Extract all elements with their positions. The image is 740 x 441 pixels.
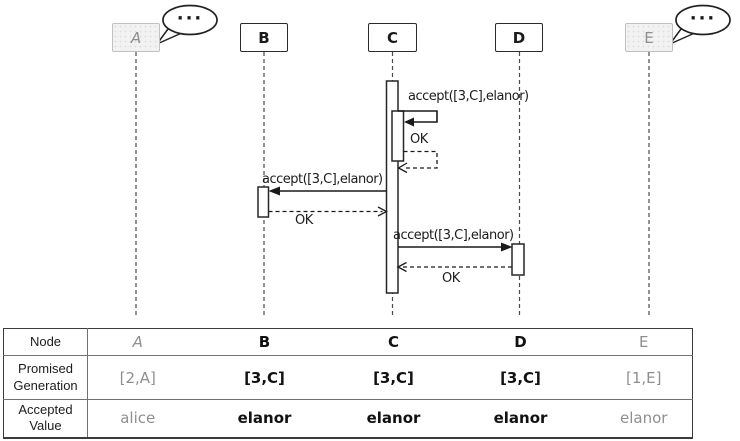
- node-label-a: A: [130, 28, 142, 47]
- accepted-cell-c: elanor: [341, 399, 446, 438]
- node-label-b: B: [258, 28, 270, 47]
- accepted-cell-b: elanor: [187, 399, 342, 438]
- node-cell-c: C: [387, 333, 399, 351]
- message-label-c-to-b-accept: accept([3,C],elanor): [262, 172, 383, 187]
- activation-bar-d: [511, 243, 525, 276]
- arrow-c-to-d-accept: [398, 242, 513, 252]
- promised-cell-a: [2,A]: [87, 355, 188, 400]
- promised-cell-b: [3,C]: [187, 355, 342, 400]
- message-label-c-to-d-accept: accept([3,C],elanor): [393, 228, 514, 243]
- table-row-promised-generation: Promised Generation [2,A] [3,C] [3,C] [3…: [3, 355, 693, 400]
- node-cell-a: A: [132, 333, 143, 351]
- table-row-accepted-value: Accepted Value alice elanor elanor elano…: [3, 399, 693, 438]
- speech-bubble-e-dots: ···: [689, 8, 717, 29]
- node-box-c: C: [368, 23, 417, 52]
- speech-bubble-a: [156, 4, 218, 45]
- speech-bubble-e: [669, 4, 731, 45]
- table-row-node: Node A B C D E: [3, 328, 693, 356]
- promised-cell-e: [1,E]: [595, 355, 693, 400]
- activation-bar-c-nested: [391, 110, 405, 162]
- arrow-d-to-c-ok: [396, 261, 512, 273]
- node-box-d: D: [495, 23, 543, 52]
- accepted-cell-e: elanor: [595, 399, 693, 438]
- row-label-promised-generation: Promised Generation: [3, 355, 88, 400]
- activation-bar-b: [257, 186, 270, 218]
- accepted-cell-d: elanor: [445, 399, 596, 438]
- diagram-canvas: [135, 4, 731, 318]
- node-cell-d: D: [514, 333, 527, 351]
- node-cell-e: E: [639, 333, 649, 351]
- promised-cell-d: [3,C]: [445, 355, 596, 400]
- node-label-d: D: [512, 28, 526, 47]
- arrow-c-to-b-accept: [268, 186, 387, 196]
- row-label-node: Node: [3, 328, 88, 356]
- arrow-c-self-ok: [397, 150, 438, 174]
- node-box-a: A: [112, 23, 160, 52]
- row-label-accepted-value: Accepted Value: [3, 399, 88, 438]
- node-cell-b: B: [258, 333, 271, 351]
- node-box-b: B: [240, 23, 288, 52]
- arrow-b-to-c-ok: [268, 206, 388, 217]
- node-label-c: C: [386, 28, 398, 47]
- message-label-b-to-c-ok: OK: [295, 213, 313, 228]
- node-state-table: Node A B C D E Promised Generation [2,A]…: [3, 328, 693, 439]
- node-label-e: E: [644, 28, 654, 47]
- promised-cell-c: [3,C]: [341, 355, 446, 400]
- message-label-c-self-ok: OK: [410, 132, 428, 147]
- accepted-cell-a: alice: [87, 399, 188, 438]
- message-label-c-self-accept: accept([3,C],elanor): [408, 89, 529, 104]
- arrow-c-self-accept: [398, 110, 438, 127]
- message-label-d-to-c-ok: OK: [442, 271, 460, 286]
- activation-bar-c-main: [385, 80, 399, 294]
- speech-bubble-a-dots: ···: [176, 8, 204, 29]
- node-box-e: E: [625, 23, 673, 52]
